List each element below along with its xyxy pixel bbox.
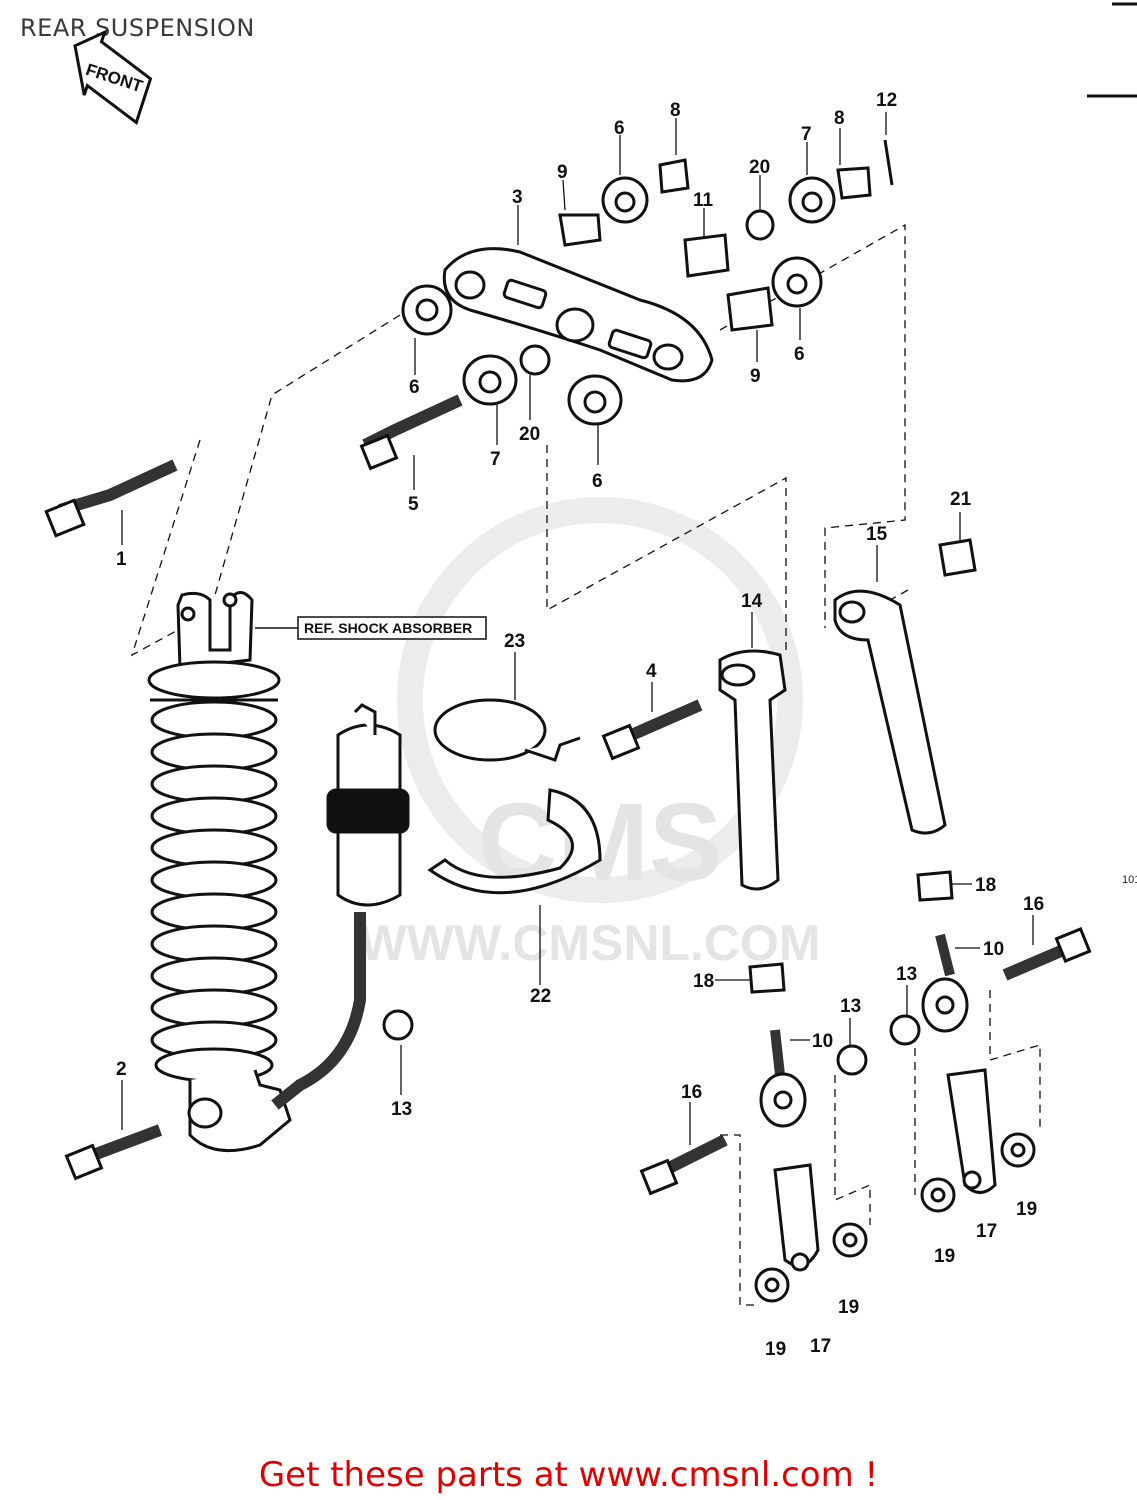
callout: 23 [504, 631, 525, 652]
callout: 5 [408, 494, 419, 515]
callouts: 12 8 6 8 7 9 20 3 11 6 9 6 20 7 6 5 1 21… [116, 90, 1044, 1360]
callout: 8 [670, 100, 681, 121]
callout: 6 [409, 377, 420, 398]
watermark-url: WWW.CMSNL.COM [359, 915, 820, 971]
callout: 18 [975, 875, 996, 896]
callout: 1 [116, 549, 127, 570]
edge-marks [1087, 2, 1137, 98]
callout: 6 [592, 471, 603, 492]
callout: 3 [512, 187, 523, 208]
callout: 6 [614, 118, 625, 139]
shock-absorber [147, 591, 410, 1153]
callout: 19 [838, 1297, 859, 1318]
front-arrow-icon: FRONT [73, 29, 153, 125]
side-note: 101 [1122, 874, 1137, 886]
callout: 7 [801, 124, 812, 145]
callout: 12 [876, 90, 897, 111]
callout: 18 [693, 971, 714, 992]
order-parts-link[interactable]: Get these parts at www.cmsnl.com ! [258, 1455, 879, 1495]
callout: 17 [976, 1221, 997, 1242]
callout: 22 [530, 986, 551, 1007]
callout: 17 [810, 1336, 831, 1357]
callout: 13 [896, 964, 917, 985]
page-title: REAR SUSPENSION [20, 14, 255, 42]
callout: 16 [681, 1082, 702, 1103]
callout: 9 [557, 162, 568, 183]
ref-label: REF. SHOCK ABSORBER [304, 620, 472, 636]
callout: 7 [490, 449, 501, 470]
callout: 19 [1016, 1199, 1037, 1220]
callout: 20 [749, 157, 770, 178]
callout: 15 [866, 524, 888, 545]
callout: 13 [391, 1099, 412, 1120]
callout: 19 [934, 1246, 955, 1267]
callout: 8 [834, 108, 845, 129]
callout: 14 [741, 591, 763, 612]
callout: 11 [693, 190, 714, 211]
callout: 10 [812, 1031, 833, 1052]
callout: 13 [840, 996, 861, 1017]
callout: 16 [1023, 894, 1044, 915]
callout: 10 [983, 939, 1004, 960]
callout: 21 [950, 489, 972, 510]
rocker-arm [442, 247, 714, 383]
callout: 6 [794, 344, 805, 365]
callout: 9 [750, 366, 761, 387]
callout: 2 [116, 1059, 127, 1080]
shock-spring-coils [150, 700, 278, 1060]
hardware [44, 139, 1092, 1303]
ref-shock-absorber-label: REF. SHOCK ABSORBER [255, 616, 487, 640]
callout-ticks [121, 112, 1034, 1145]
callout: 4 [646, 661, 657, 682]
callout: 20 [519, 424, 540, 445]
callout: 19 [765, 1339, 786, 1360]
